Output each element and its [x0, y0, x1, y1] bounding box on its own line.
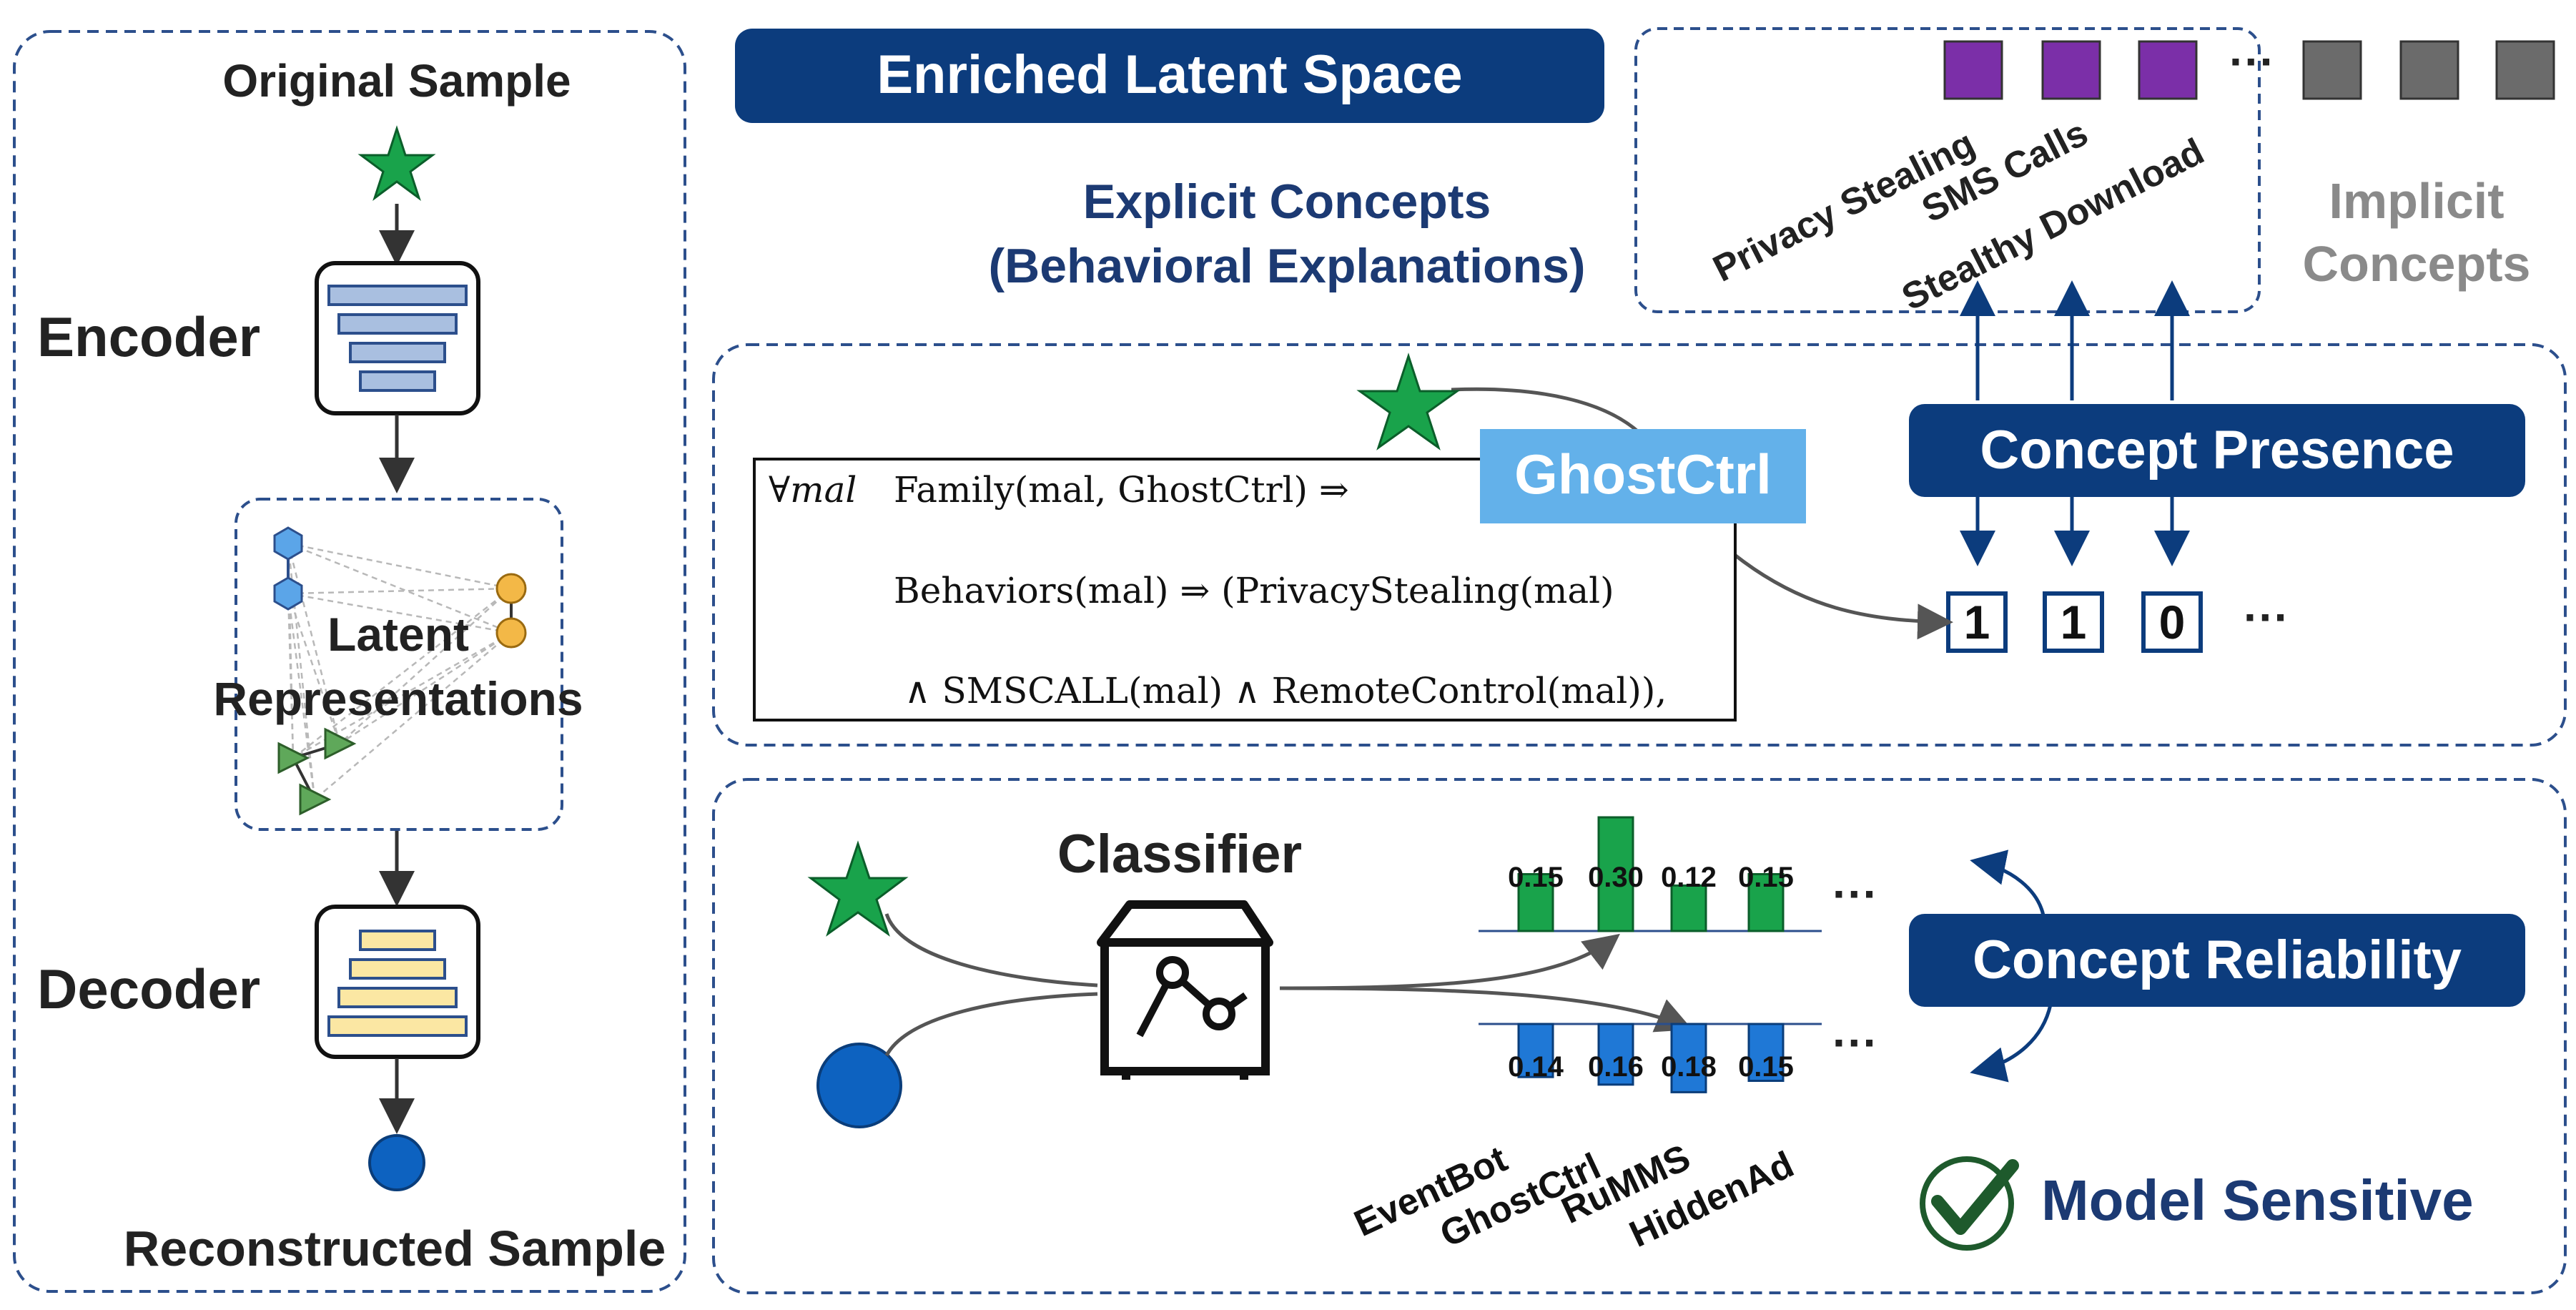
blue-bar — [1517, 1023, 1554, 1078]
ghostctrl-badge-label: GhostCtrl — [1514, 443, 1772, 506]
green-bar — [1517, 873, 1554, 932]
blue-bar — [1670, 1023, 1707, 1093]
concept-reliability-frame — [712, 778, 2567, 1294]
presence-up-arrows — [1960, 280, 2190, 400]
concept-squares — [1943, 40, 2555, 100]
green-bars-ellipsis: ··· — [1832, 868, 1878, 920]
blue-bars-ellipsis: ··· — [1832, 1017, 1878, 1068]
concept-presence-title: Concept Presence — [1980, 420, 2454, 481]
blue-bar-value: 0.15 — [1738, 1051, 1794, 1083]
implicit-concept-square — [2399, 40, 2459, 100]
green-bar — [1670, 884, 1707, 932]
explicit-concepts-line1: Explicit Concepts — [1083, 174, 1491, 229]
presence-bit-value: 1 — [2061, 596, 2087, 649]
latent-representations-frame — [235, 498, 563, 831]
presence-bit-box — [1946, 591, 2008, 653]
green-bar — [1747, 873, 1785, 932]
ghostctrl-badge — [1480, 429, 1806, 523]
presence-bit-box — [2043, 591, 2104, 653]
reconstructed-sample-label: Reconstructed Sample — [124, 1221, 666, 1276]
latent-graph-icon — [273, 526, 527, 816]
hexagon-node-icon — [273, 576, 303, 611]
blue-bar-value: 0.18 — [1661, 1051, 1717, 1083]
latent-label-line1: Latent — [327, 608, 469, 661]
explicit-concepts-line2: (Behavioral Explanations) — [988, 239, 1585, 293]
checkmark-icon — [1920, 1156, 2019, 1251]
enriched-latent-space-title: Enriched Latent Space — [877, 44, 1462, 105]
triangle-node-icon — [299, 783, 332, 816]
rule-quantifier: ∀mal — [769, 469, 857, 511]
classifier-label: Classifier — [1057, 824, 1302, 885]
classifier-to-green-bars-arrow — [1279, 933, 1620, 990]
blue-bar-value: 0.16 — [1588, 1051, 1644, 1083]
classifier-to-blue-bars-arrow — [1279, 986, 1693, 1033]
blue-bar — [1597, 1023, 1634, 1086]
left-panel-frame — [13, 30, 686, 1293]
presence-sample-star-icon — [1356, 353, 1461, 450]
reliability-sample-circle-icon — [816, 1043, 902, 1128]
circle-to-classifier-curve — [884, 992, 1098, 1057]
triangle-node-icon — [277, 742, 310, 774]
presence-bit-value: 1 — [1964, 596, 1990, 649]
implicit-concept-square — [2495, 40, 2555, 100]
latent-label-line2: Representations — [213, 672, 583, 725]
concept-squares-ellipsis: ··· — [2229, 36, 2275, 87]
presence-bit-box — [2141, 591, 2203, 653]
presence-bit-value: 0 — [2159, 596, 2186, 649]
rule-line3: ∧ SMSCALL(mal) ∧ RemoteControl(mal)), — [904, 670, 1667, 711]
presence-bits: 1 1 0 — [1946, 591, 2203, 653]
rule-to-bits-arrow — [1732, 553, 1953, 640]
green-bar-value: 0.15 — [1508, 862, 1564, 893]
rule-line1: Family(mal, GhostCtrl) ⇒ — [894, 469, 1349, 511]
hexagon-node-icon — [273, 526, 303, 561]
explicit-concept-square — [1943, 40, 2003, 100]
implicit-concept-square — [2302, 40, 2362, 100]
reconstructed-sample-circle-icon — [368, 1134, 425, 1191]
blue-bar-value: 0.14 — [1508, 1051, 1564, 1083]
orange-node-icon — [495, 573, 527, 604]
green-bar — [1597, 816, 1634, 932]
reliability-sample-star-icon — [807, 840, 909, 937]
encoder-icon — [315, 261, 480, 415]
model-sensitive-label: Model Sensitive — [2041, 1168, 2474, 1232]
green-bar-value: 0.30 — [1588, 862, 1644, 893]
concept-presence-frame — [712, 343, 2567, 747]
green-bar-value: 0.12 — [1661, 862, 1717, 893]
implicit-concepts-line1: Implicit — [2329, 173, 2504, 229]
presence-down-arrows — [1960, 497, 2190, 566]
decoder-label: Decoder — [37, 957, 260, 1020]
green-bar-value: 0.15 — [1738, 862, 1794, 893]
reliability-up-curve-arrow — [1970, 849, 2045, 916]
presence-bits-ellipsis: ··· — [2244, 591, 2289, 643]
implicit-concepts-line2: Concepts — [2303, 236, 2531, 292]
star-to-classifier-curve — [884, 913, 1098, 988]
enriched-latent-space-banner — [735, 29, 1604, 123]
concept-reliability-banner — [1909, 914, 2525, 1007]
encoder-label: Encoder — [37, 305, 260, 368]
star-to-ghostctrl-curve — [1451, 387, 1646, 439]
original-sample-star-icon — [357, 125, 436, 202]
blue-bar — [1747, 1023, 1785, 1082]
concept-reliability-title: Concept Reliability — [1973, 930, 2462, 990]
triangle-node-icon — [324, 727, 357, 760]
rule-line2: Behaviors(mal) ⇒ (PrivacyStealing(mal) — [894, 570, 1614, 611]
original-sample-label: Original Sample — [222, 55, 571, 107]
concept-presence-banner — [1909, 404, 2525, 497]
explicit-concept-square — [2138, 40, 2198, 100]
explicit-concept-square — [2041, 40, 2101, 100]
orange-node-icon — [495, 617, 527, 649]
decoder-icon — [315, 905, 480, 1059]
reliability-down-curve-arrow — [1970, 1004, 2053, 1083]
classifier-icon — [1097, 900, 1273, 1080]
